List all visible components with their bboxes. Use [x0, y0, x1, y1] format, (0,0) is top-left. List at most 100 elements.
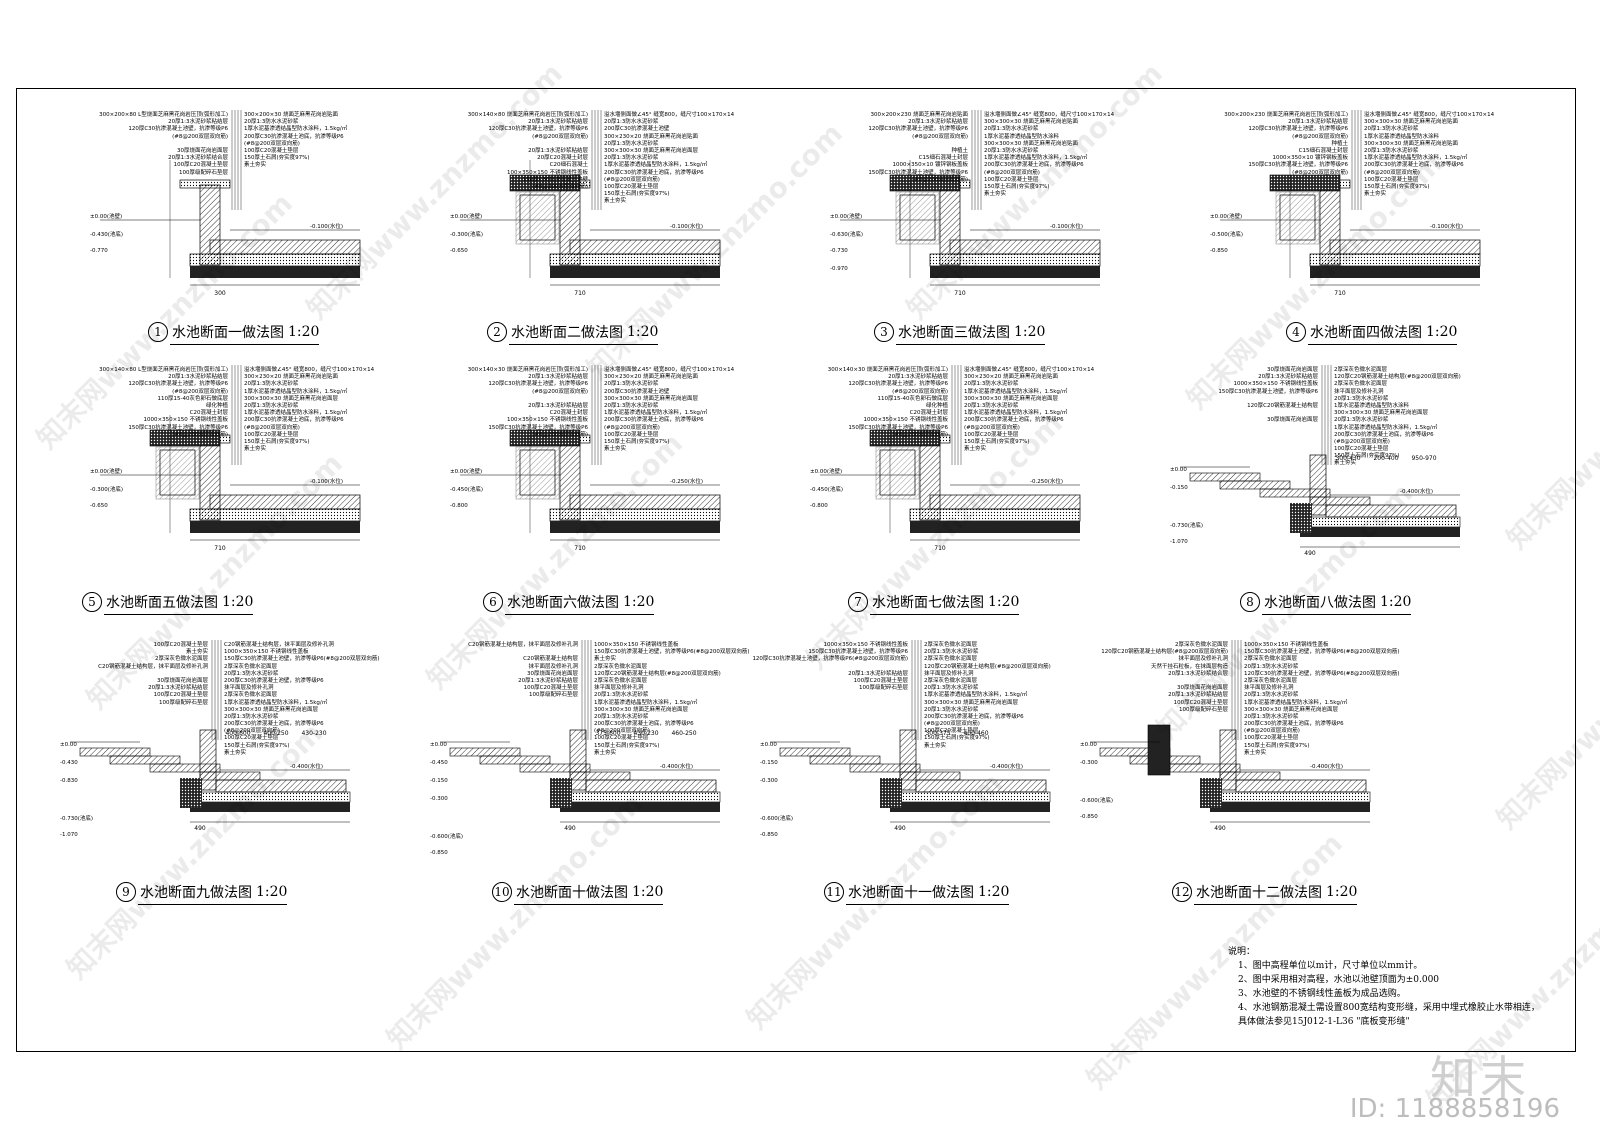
detail-number-badge: 4: [1286, 322, 1306, 342]
annotation-text: 300×300×30 烧面芝麻黑花岗岩面层: [924, 699, 1018, 706]
level-marker: -0.630(池底): [830, 232, 864, 238]
detail-title-text: 水池断面一做法图: [172, 325, 284, 341]
annotation-text: 200厚C30抗渗混凝土池底，抗渗等级P6: [594, 721, 694, 728]
detail-number-badge: 12: [1172, 882, 1192, 902]
section-drawing: 710: [1220, 110, 1481, 297]
annotation-text: 120厚C30抗渗混凝土池壁，抗渗等级P6: [848, 381, 948, 388]
annotation-text: 120厚C30抗渗混凝土池壁，抗渗等级P6: [868, 126, 968, 133]
annotation-text: 素土夯实: [224, 749, 247, 756]
annotation-text: 300×230×20 烧面芝麻黑花岗岩贴面: [964, 374, 1058, 381]
annotation-text: 100厚C20混凝土垫层: [153, 642, 208, 648]
level-marker: -0.250(水位): [1030, 479, 1064, 485]
annotation-text: 1000×350×150 不锈钢线性盖板: [1233, 381, 1318, 388]
annotation-text: 150厚C30抗渗混凝土池壁，抗渗等级P6: [848, 424, 948, 431]
dimension-label: 400-460: [963, 730, 988, 737]
annotation-text: 素土夯实: [604, 198, 627, 205]
level-marker: ±0.00: [60, 742, 77, 748]
annotation-text: 2厚深灰色微水泥面层: [1175, 642, 1228, 648]
dimension-label: 200-400: [1373, 455, 1398, 462]
level-marker: -0.300: [1080, 760, 1098, 766]
annotation-text: 120厚C30抗渗混凝土池壁，抗渗等级P6(#8@200双层双向筋): [1244, 670, 1400, 677]
dimension-label: 710: [214, 545, 226, 552]
left-annotations: 300×200×230 烧面芝麻黑花岗岩压顶(弧形加工)20厚1:3水泥砂浆粘结…: [1224, 112, 1348, 177]
annotation-text: 20厚1:3防水水泥砂浆: [594, 713, 649, 720]
annotation-text: 1厚水泥基渗透结晶型防水涂料，1.5kg/㎡: [244, 126, 348, 133]
annotation-text: 1厚水泥基渗透结晶型防水涂料: [1364, 133, 1440, 140]
left-annotations: 300×140×30 烧面芝麻黑花岗岩压顶(弧形加工)20厚1:3水泥砂浆粘结层…: [468, 367, 588, 439]
dimension-label: 430-230: [633, 730, 658, 737]
dimension-label: 430-230: [301, 730, 326, 737]
section-detail-5: 710 300×140×80 L型烧面芝麻黑花岗岩压顶(弧形加工)20厚1:3水泥…: [60, 355, 400, 625]
annotation-text: 抹平面层及修补孔洞: [924, 670, 974, 677]
annotation-text: 20厚1:3防水水泥砂浆: [604, 140, 659, 147]
annotation-text: 200厚C30抗渗混凝土池底，抗渗等级P6: [604, 169, 704, 176]
annotation-text: [99, 141, 228, 148]
watermark-logo: 知末: [1430, 1051, 1530, 1105]
annotation-text: 1000×350×150 不锈钢线性盖板: [143, 417, 228, 424]
annotation-text: C20混凝土封层: [549, 410, 588, 417]
annotation-text: 100厚C20混凝土垫层: [244, 147, 299, 154]
annotation-text: 200厚C30抗渗混凝土池底，抗渗等级P6: [244, 133, 344, 140]
level-marker: -1.070: [60, 832, 78, 838]
annotation-text: 30厚烧面花岗岩面层: [157, 677, 208, 684]
detail-number-badge: 8: [1240, 592, 1260, 612]
annotation-text: (#8@200双层双向筋): [892, 431, 948, 438]
annotation-text: 溢水堰侧面做∠45° 缝宽800，缝尺寸100×170×14: [244, 367, 375, 373]
section-drawing: 490: [1090, 640, 1371, 832]
annotation-text: C20混凝土封层: [909, 410, 948, 417]
annotation-text: 120厚C20钢筋混凝土结构层(#8@200双层双向筋): [924, 663, 1051, 670]
annotation-text: 20厚1:3防水水泥砂浆: [1244, 663, 1299, 670]
annotation-text: 1000×350×150 不锈钢线性盖板: [823, 642, 908, 648]
annotation-text: 300×300×30 烧面芝麻黑花岗岩贴面: [1364, 119, 1458, 126]
detail-number-badge: 10: [492, 882, 512, 902]
annotation-text: [868, 141, 968, 148]
annotation-text: 300×300×30 烧面芝麻黑花岗岩面层: [1334, 410, 1428, 417]
annotation-text: 20厚1:3水泥砂浆结合层: [1168, 670, 1228, 677]
detail-scale: 1:20: [1426, 324, 1458, 340]
level-marker: ±0.00(池壁): [450, 469, 483, 475]
annotation-text: 溢水堰侧面做∠45° 缝宽800，缝尺寸100×170×14: [604, 367, 735, 373]
dimension-label: 400-250: [263, 730, 288, 737]
annotation-text: 种植土: [1331, 140, 1348, 147]
annotation-text: 2厚深灰色微水泥面层: [155, 656, 208, 663]
annotation-text: 150厚土石屑(夯实度97%): [244, 438, 310, 445]
annotation-text: 150厚C30抗渗混凝土池壁，抗渗等级P6: [1218, 388, 1318, 395]
annotation-text: 150厚土石屑(夯实度97%): [964, 438, 1030, 445]
annotation-text: 300×300×30 烧面芝麻黑花岗岩面层: [244, 395, 338, 402]
annotation-text: 20厚1:3防水水泥砂浆: [924, 706, 979, 713]
annotation-text: C20混凝土封层: [189, 410, 228, 417]
annotation-text: 20厚1:3水泥砂浆粘结层: [528, 119, 588, 126]
annotation-text: 20厚1:3防水水泥砂浆: [924, 685, 979, 692]
annotation-text: 溢水堰侧面做∠45° 缝宽800，缝尺寸100×170×14: [1364, 112, 1495, 118]
watermark-id: ID: 1188858196: [1349, 1094, 1560, 1124]
annotation-text: 30厚烧面花岗岩面层: [527, 670, 578, 677]
annotation-text: 素土夯实: [1334, 460, 1357, 467]
left-annotations: 300×140×80 L型烧面芝麻黑花岗岩压顶(弧形加工)20厚1:3水泥砂浆粘…: [99, 367, 228, 439]
annotation-text: 100厚C20混凝土垫层: [853, 677, 908, 684]
annotation-text: 20厚1:3防水水泥砂浆: [604, 402, 659, 409]
annotation-text: C20钢筋混凝土结构层，抹平面层及修补孔洞: [224, 642, 334, 648]
notes-block: 说明： 1、图中高程单位以m计，尺寸单位以mm计。 2、图中采用相对高程，水池以…: [1228, 945, 1540, 1029]
annotation-text: 120厚C20钢筋混凝土结构层(#8@200双层双向筋): [1334, 374, 1461, 381]
level-marker: -0.430(池底): [90, 232, 124, 238]
annotation-text: 100厚级配碎石垫层: [529, 692, 578, 699]
note-item: 2、图中采用相对高程，水池以池壁顶面为±0.000: [1238, 975, 1440, 985]
annotation-text: 100厚C20混凝土垫层: [604, 183, 659, 190]
annotation-text: 20厚1:3防水水泥砂浆: [1364, 147, 1419, 154]
annotation-text: 素土夯实: [244, 162, 267, 169]
annotation-text: 20厚1:3水泥砂浆粘结层: [1168, 692, 1228, 699]
